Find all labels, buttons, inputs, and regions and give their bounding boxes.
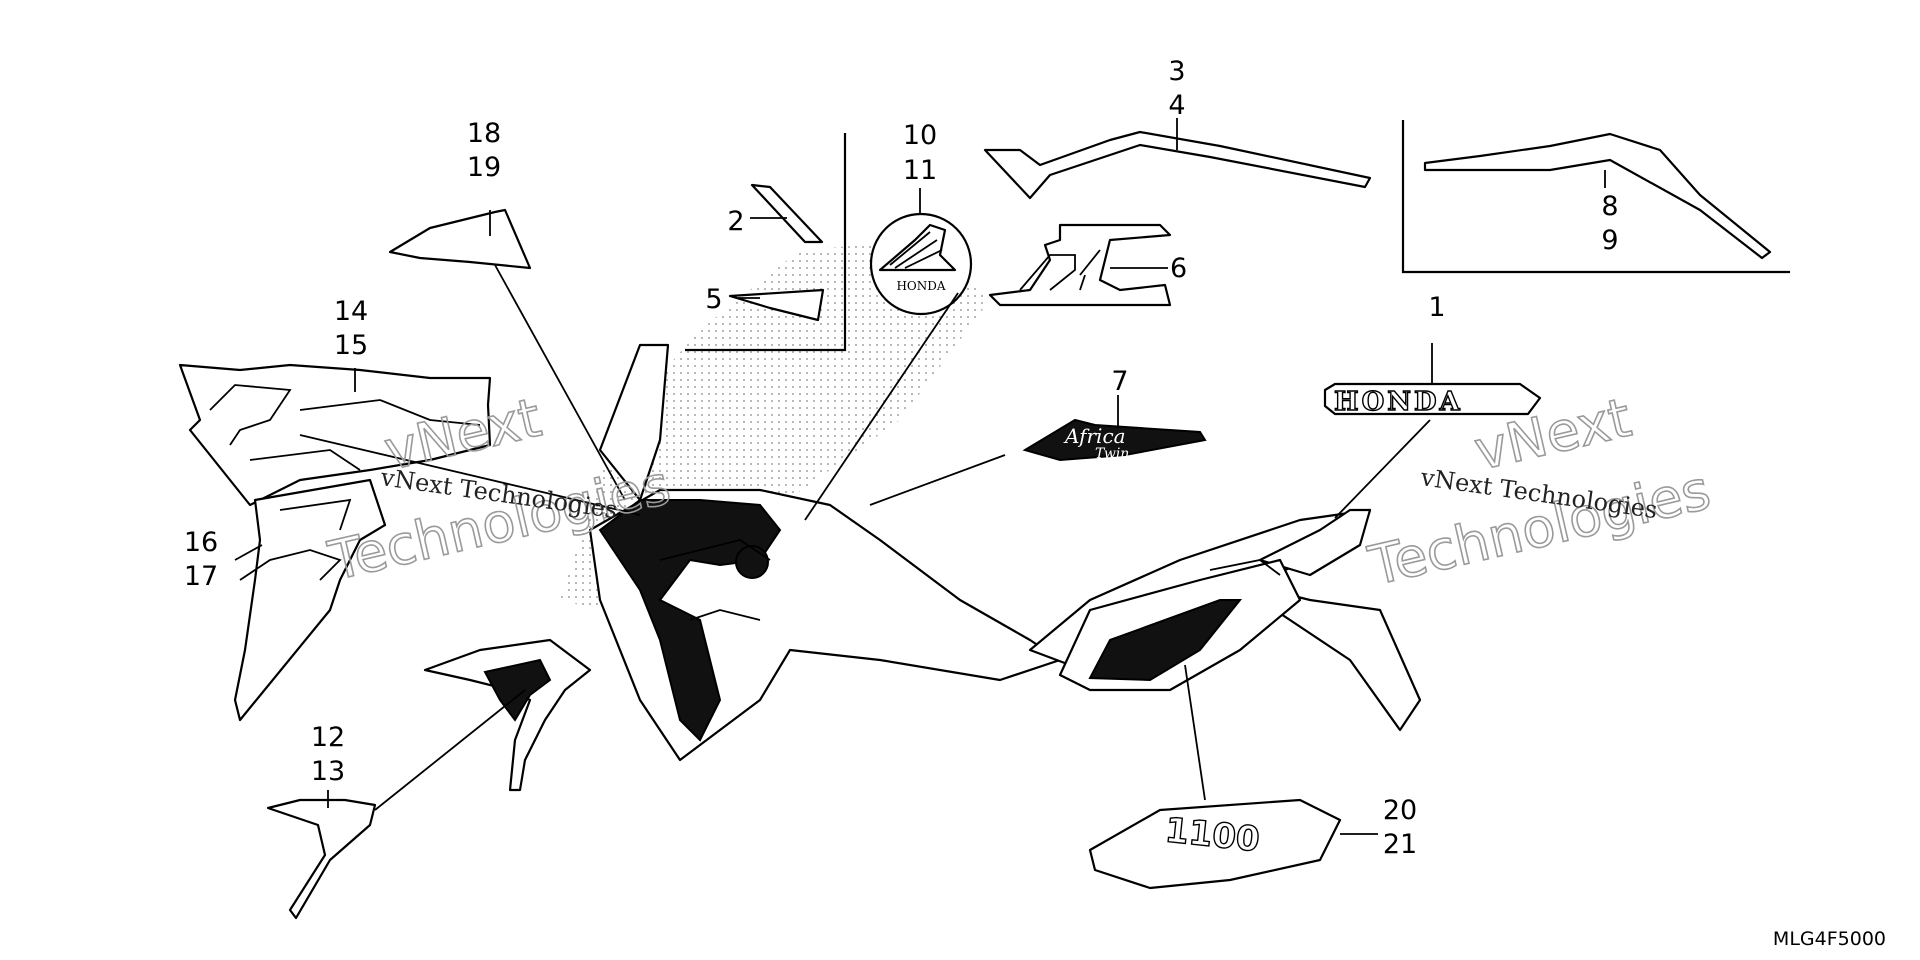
- decal-18-19: [388, 208, 532, 270]
- wing-badge-text: HONDA: [896, 279, 945, 293]
- callout-13: 13: [311, 756, 345, 787]
- decal-1100: 1100: [1088, 798, 1342, 890]
- decal-6-tank: [988, 223, 1172, 307]
- africa-twin-line2: Twin: [1095, 446, 1129, 462]
- callout-11: 11: [903, 155, 937, 186]
- frame-2-5: [685, 133, 847, 352]
- callout-2: 2: [727, 206, 744, 237]
- decal-14-15-shroud: [178, 363, 492, 507]
- callout-14: 14: [334, 296, 368, 327]
- callout-16: 16: [184, 527, 218, 558]
- callout-3: 3: [1168, 56, 1185, 87]
- callout-19: 19: [467, 152, 501, 183]
- callout-5: 5: [705, 284, 722, 315]
- decal-wing-badge: HONDA: [869, 212, 973, 316]
- callout-17: 17: [184, 561, 218, 592]
- decal-16-17-shroud: [233, 478, 387, 722]
- callout-15: 15: [334, 330, 368, 361]
- frame-8-9: [1401, 120, 1790, 274]
- callout-1: 1: [1428, 292, 1445, 323]
- callout-7: 7: [1111, 366, 1128, 397]
- decal-12-13: [266, 798, 377, 920]
- decal-knee: [423, 638, 592, 792]
- decal-knee-dark: [483, 658, 552, 722]
- watermarks: vNext Technologies vNext Technologies vN…: [322, 385, 1717, 599]
- decal-6-tank-inner: [1019, 249, 1101, 291]
- decal-14-15-inner: [209, 384, 481, 471]
- callout-6: 6: [1170, 253, 1187, 284]
- callout-10: 10: [903, 120, 937, 151]
- callout-9: 9: [1601, 225, 1618, 256]
- africa-twin-line1: Africa: [1063, 424, 1126, 448]
- decal-8-9-stripe: [1423, 132, 1772, 260]
- drawing-code: MLG4F5000: [1772, 928, 1886, 950]
- callout-18: 18: [467, 118, 501, 149]
- callout-21: 21: [1383, 829, 1417, 860]
- callout-labels: 1 2 3 4 5 6 7 8 9 10 11 12 13 14 15 16 1…: [184, 56, 1619, 860]
- decal-16-17-inner: [239, 498, 352, 581]
- decal-2-wedge: [750, 183, 824, 244]
- callout-4: 4: [1168, 90, 1185, 121]
- honda-logo-text: HONDA: [1334, 387, 1463, 417]
- callout-8: 8: [1601, 191, 1618, 222]
- callout-20: 20: [1383, 795, 1417, 826]
- callout-12: 12: [311, 722, 345, 753]
- decal-africa-twin: Africa Twin: [1022, 418, 1207, 462]
- decal-honda-logo: HONDA: [1323, 382, 1542, 418]
- motorcycle-body: [588, 343, 1422, 762]
- leader-lines: [234, 118, 1606, 835]
